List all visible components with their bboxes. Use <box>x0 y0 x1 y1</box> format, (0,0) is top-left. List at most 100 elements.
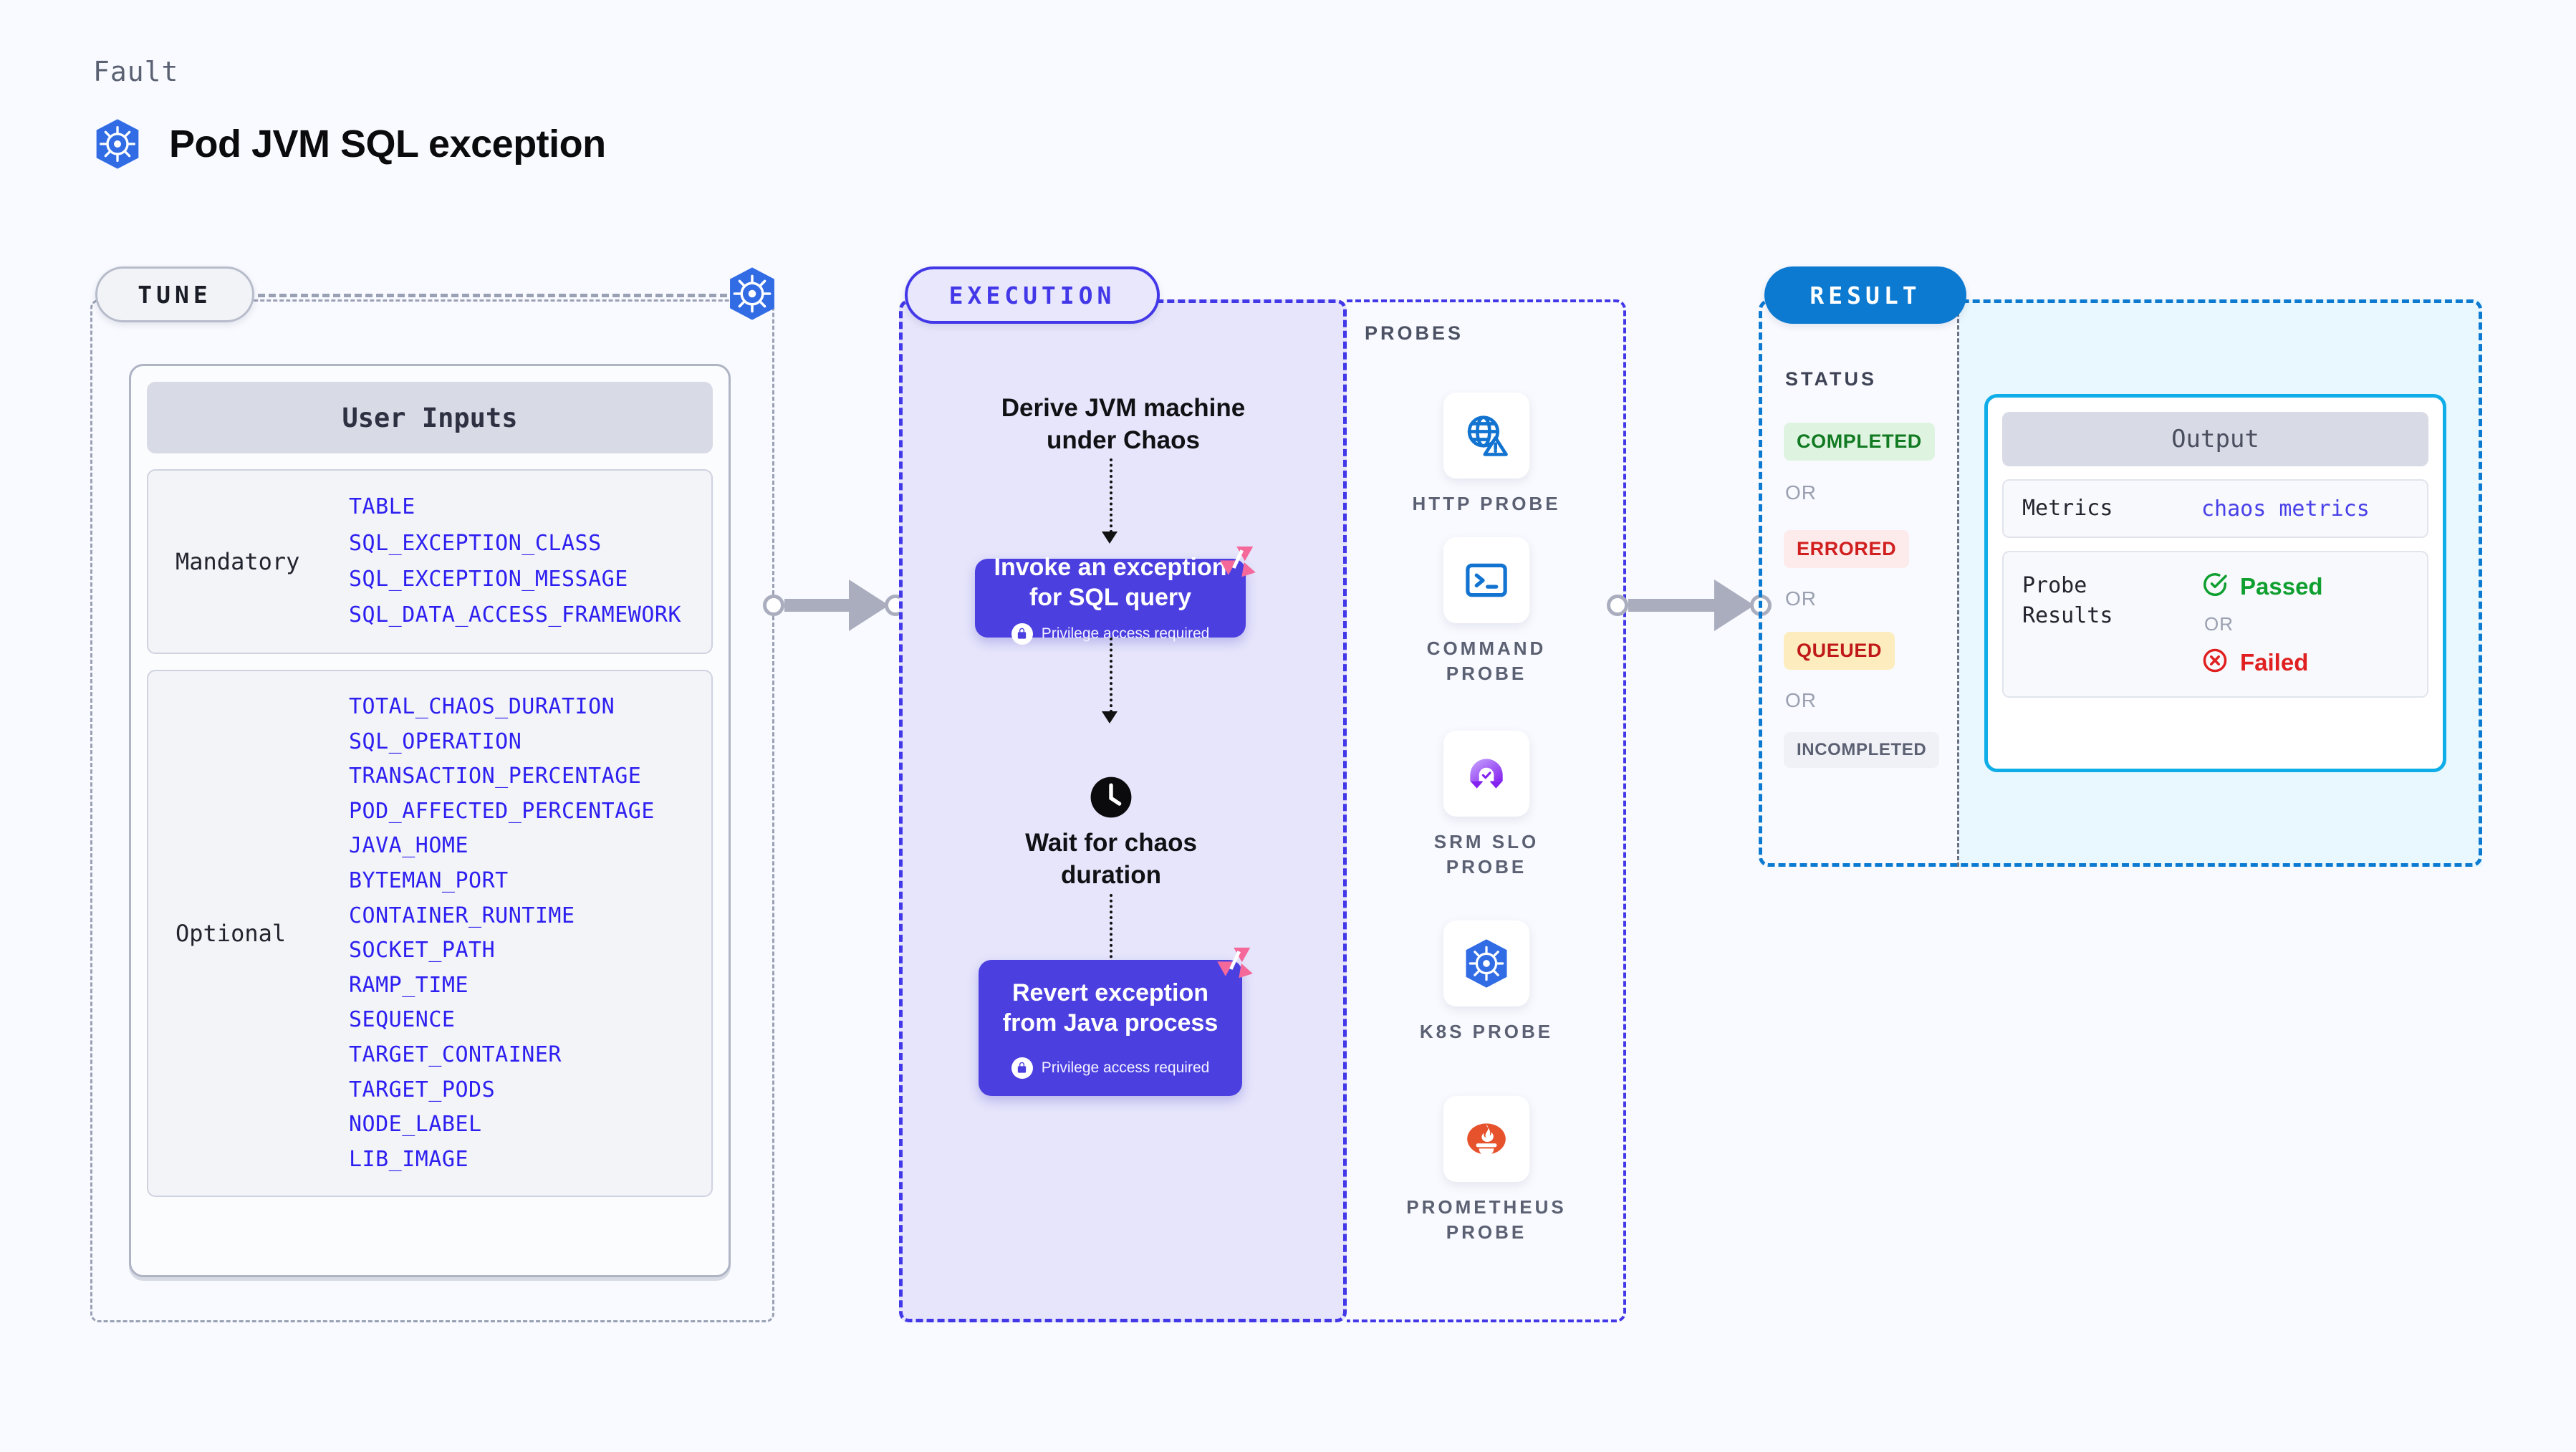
param-item[interactable]: JAVA_HOME <box>349 833 469 859</box>
tune-section <box>90 299 774 1322</box>
param-item[interactable]: TABLE <box>349 494 415 520</box>
action-card-title: Revert exception from Java process <box>1002 979 1219 1037</box>
lock-icon <box>1011 1057 1033 1079</box>
page-title: Pod JVM SQL exception <box>169 122 606 165</box>
param-item[interactable]: SEQUENCE <box>349 1007 456 1033</box>
output-row-probe-results: Probe Results Passed OR <box>2002 551 2428 698</box>
probe-result-or: OR <box>2204 613 2234 635</box>
param-item[interactable]: RAMP_TIME <box>349 972 469 998</box>
status-badge-errored: ERRORED <box>1784 530 1910 568</box>
param-item[interactable]: SQL_EXCEPTION_CLASS <box>349 530 602 556</box>
output-value-metrics[interactable]: chaos metrics <box>2201 496 2370 521</box>
status-badge-queued: QUEUED <box>1784 632 1895 670</box>
mandatory-param-list: TABLE SQL_EXCEPTION_CLASS SQL_EXCEPTION_… <box>349 489 681 634</box>
kubernetes-icon <box>726 266 778 321</box>
param-item[interactable]: SQL_DATA_ACCESS_FRAMEWORK <box>349 602 682 628</box>
probe-http[interactable]: HTTP PROBE <box>1393 393 1580 516</box>
optional-param-list: TOTAL_CHAOS_DURATION SQL_OPERATION TRANS… <box>349 690 655 1177</box>
probe-srm-slo[interactable]: SRM SLO PROBE <box>1393 731 1580 880</box>
param-item[interactable]: BYTEMAN_PORT <box>349 867 509 893</box>
kubernetes-icon <box>93 118 142 170</box>
param-item[interactable]: TARGET_PODS <box>349 1077 496 1102</box>
probe-label: SRM SLO PROBE <box>1433 831 1539 878</box>
connector-tune-to-execution <box>763 580 906 631</box>
kubernetes-icon <box>1443 920 1529 1006</box>
param-item[interactable]: SQL_OPERATION <box>349 729 522 754</box>
flow-arrow-head <box>1102 532 1118 544</box>
privilege-note: Privilege access required <box>1011 1057 1210 1079</box>
litmus-logo-icon <box>1219 546 1257 579</box>
param-group-mandatory: Mandatory TABLE SQL_EXCEPTION_CLASS SQL_… <box>147 469 713 654</box>
param-item[interactable]: SOCKET_PATH <box>349 938 496 963</box>
probe-prometheus[interactable]: PROMETHEUS PROBE <box>1393 1096 1580 1245</box>
flow-arrow-line <box>1110 638 1112 713</box>
flow-arrow-head <box>1102 711 1118 723</box>
probe-label: PROMETHEUS PROBE <box>1406 1196 1567 1244</box>
action-card-revert-exception[interactable]: Revert exception from Java process Privi… <box>979 960 1242 1096</box>
param-item[interactable]: TRANSACTION_PERCENTAGE <box>349 764 642 789</box>
probes-section-label: PROBES <box>1365 322 1464 344</box>
connector-bar <box>1628 599 1716 612</box>
status-badge-completed: COMPLETED <box>1784 423 1935 461</box>
user-inputs-title: User Inputs <box>147 382 713 453</box>
result-status-column <box>1759 299 1959 867</box>
connector-dot <box>1607 595 1628 616</box>
param-item[interactable]: POD_AFFECTED_PERCENTAGE <box>349 798 655 824</box>
user-inputs-card: User Inputs Mandatory TABLE SQL_EXCEPTIO… <box>129 364 731 1277</box>
output-key-probe-results: Probe Results <box>2022 573 2113 628</box>
lock-icon <box>1011 622 1033 645</box>
probe-result-failed-label: Failed <box>2240 648 2309 675</box>
privilege-note: Privilege access required <box>1011 622 1210 645</box>
param-item[interactable]: SQL_EXCEPTION_MESSAGE <box>349 567 628 592</box>
x-circle-icon <box>2201 647 2229 678</box>
check-circle-icon <box>2201 571 2229 602</box>
output-key-metrics: Metrics <box>2022 496 2113 521</box>
globe-warning-icon <box>1443 393 1529 479</box>
clock-icon <box>1089 775 1133 819</box>
execution-step-derive: Derive JVM machine under Chaos <box>1001 394 1246 454</box>
flow-arrow-line <box>1110 894 1112 969</box>
connector-arrowhead <box>849 580 889 631</box>
privilege-note-text: Privilege access required <box>1041 1059 1210 1076</box>
probe-command[interactable]: COMMAND PROBE <box>1393 537 1580 686</box>
litmus-logo-icon <box>1216 947 1254 980</box>
tune-connector-line <box>258 294 738 297</box>
probe-k8s[interactable]: K8S PROBE <box>1393 920 1580 1044</box>
probe-result-passed: Passed <box>2201 571 2323 602</box>
param-item[interactable]: NODE_LABEL <box>349 1112 482 1138</box>
status-badge-incompleted: INCOMPLETED <box>1784 732 1940 768</box>
probe-label: COMMAND PROBE <box>1426 638 1547 685</box>
probe-result-passed-label: Passed <box>2240 572 2323 600</box>
fault-kicker: Fault <box>93 56 179 87</box>
param-item[interactable]: TOTAL_CHAOS_DURATION <box>349 694 615 719</box>
probe-results-values: Passed OR Failed <box>2201 571 2323 678</box>
srm-slo-icon <box>1443 731 1529 817</box>
status-label: STATUS <box>1785 368 1877 390</box>
param-item[interactable]: TARGET_CONTAINER <box>349 1042 562 1067</box>
probes-section <box>1347 299 1626 1322</box>
tune-pill: TUNE <box>95 266 254 322</box>
output-card: Output Metrics chaos metrics Probe Resul… <box>1984 394 2446 772</box>
fault-title-row: Pod JVM SQL exception <box>93 118 606 170</box>
group-label-optional: Optional <box>176 920 287 948</box>
param-item[interactable]: CONTAINER_RUNTIME <box>349 903 575 928</box>
param-item[interactable]: LIB_IMAGE <box>349 1146 469 1172</box>
probe-result-failed: Failed <box>2201 647 2323 678</box>
execution-pill: EXECUTION <box>905 266 1160 324</box>
action-card-title: Invoke an exception for SQL query <box>994 553 1227 612</box>
probe-label: K8S PROBE <box>1419 1021 1554 1042</box>
group-label-mandatory: Mandatory <box>176 548 300 575</box>
output-row-metrics: Metrics chaos metrics <box>2002 479 2428 538</box>
execution-step-wait: Wait for chaos duration <box>1025 829 1197 889</box>
connector-execution-to-result <box>1607 580 1772 631</box>
status-or: OR <box>1785 689 1817 711</box>
result-section <box>1759 299 2482 867</box>
action-card-invoke-exception[interactable]: Invoke an exception for SQL query Privil… <box>975 554 1246 645</box>
privilege-note-text: Privilege access required <box>1041 625 1210 642</box>
status-or: OR <box>1785 481 1817 504</box>
connector-arrowhead <box>1714 580 1754 631</box>
prometheus-icon <box>1443 1096 1529 1182</box>
probe-label: HTTP PROBE <box>1412 493 1561 514</box>
output-title: Output <box>2002 412 2428 466</box>
